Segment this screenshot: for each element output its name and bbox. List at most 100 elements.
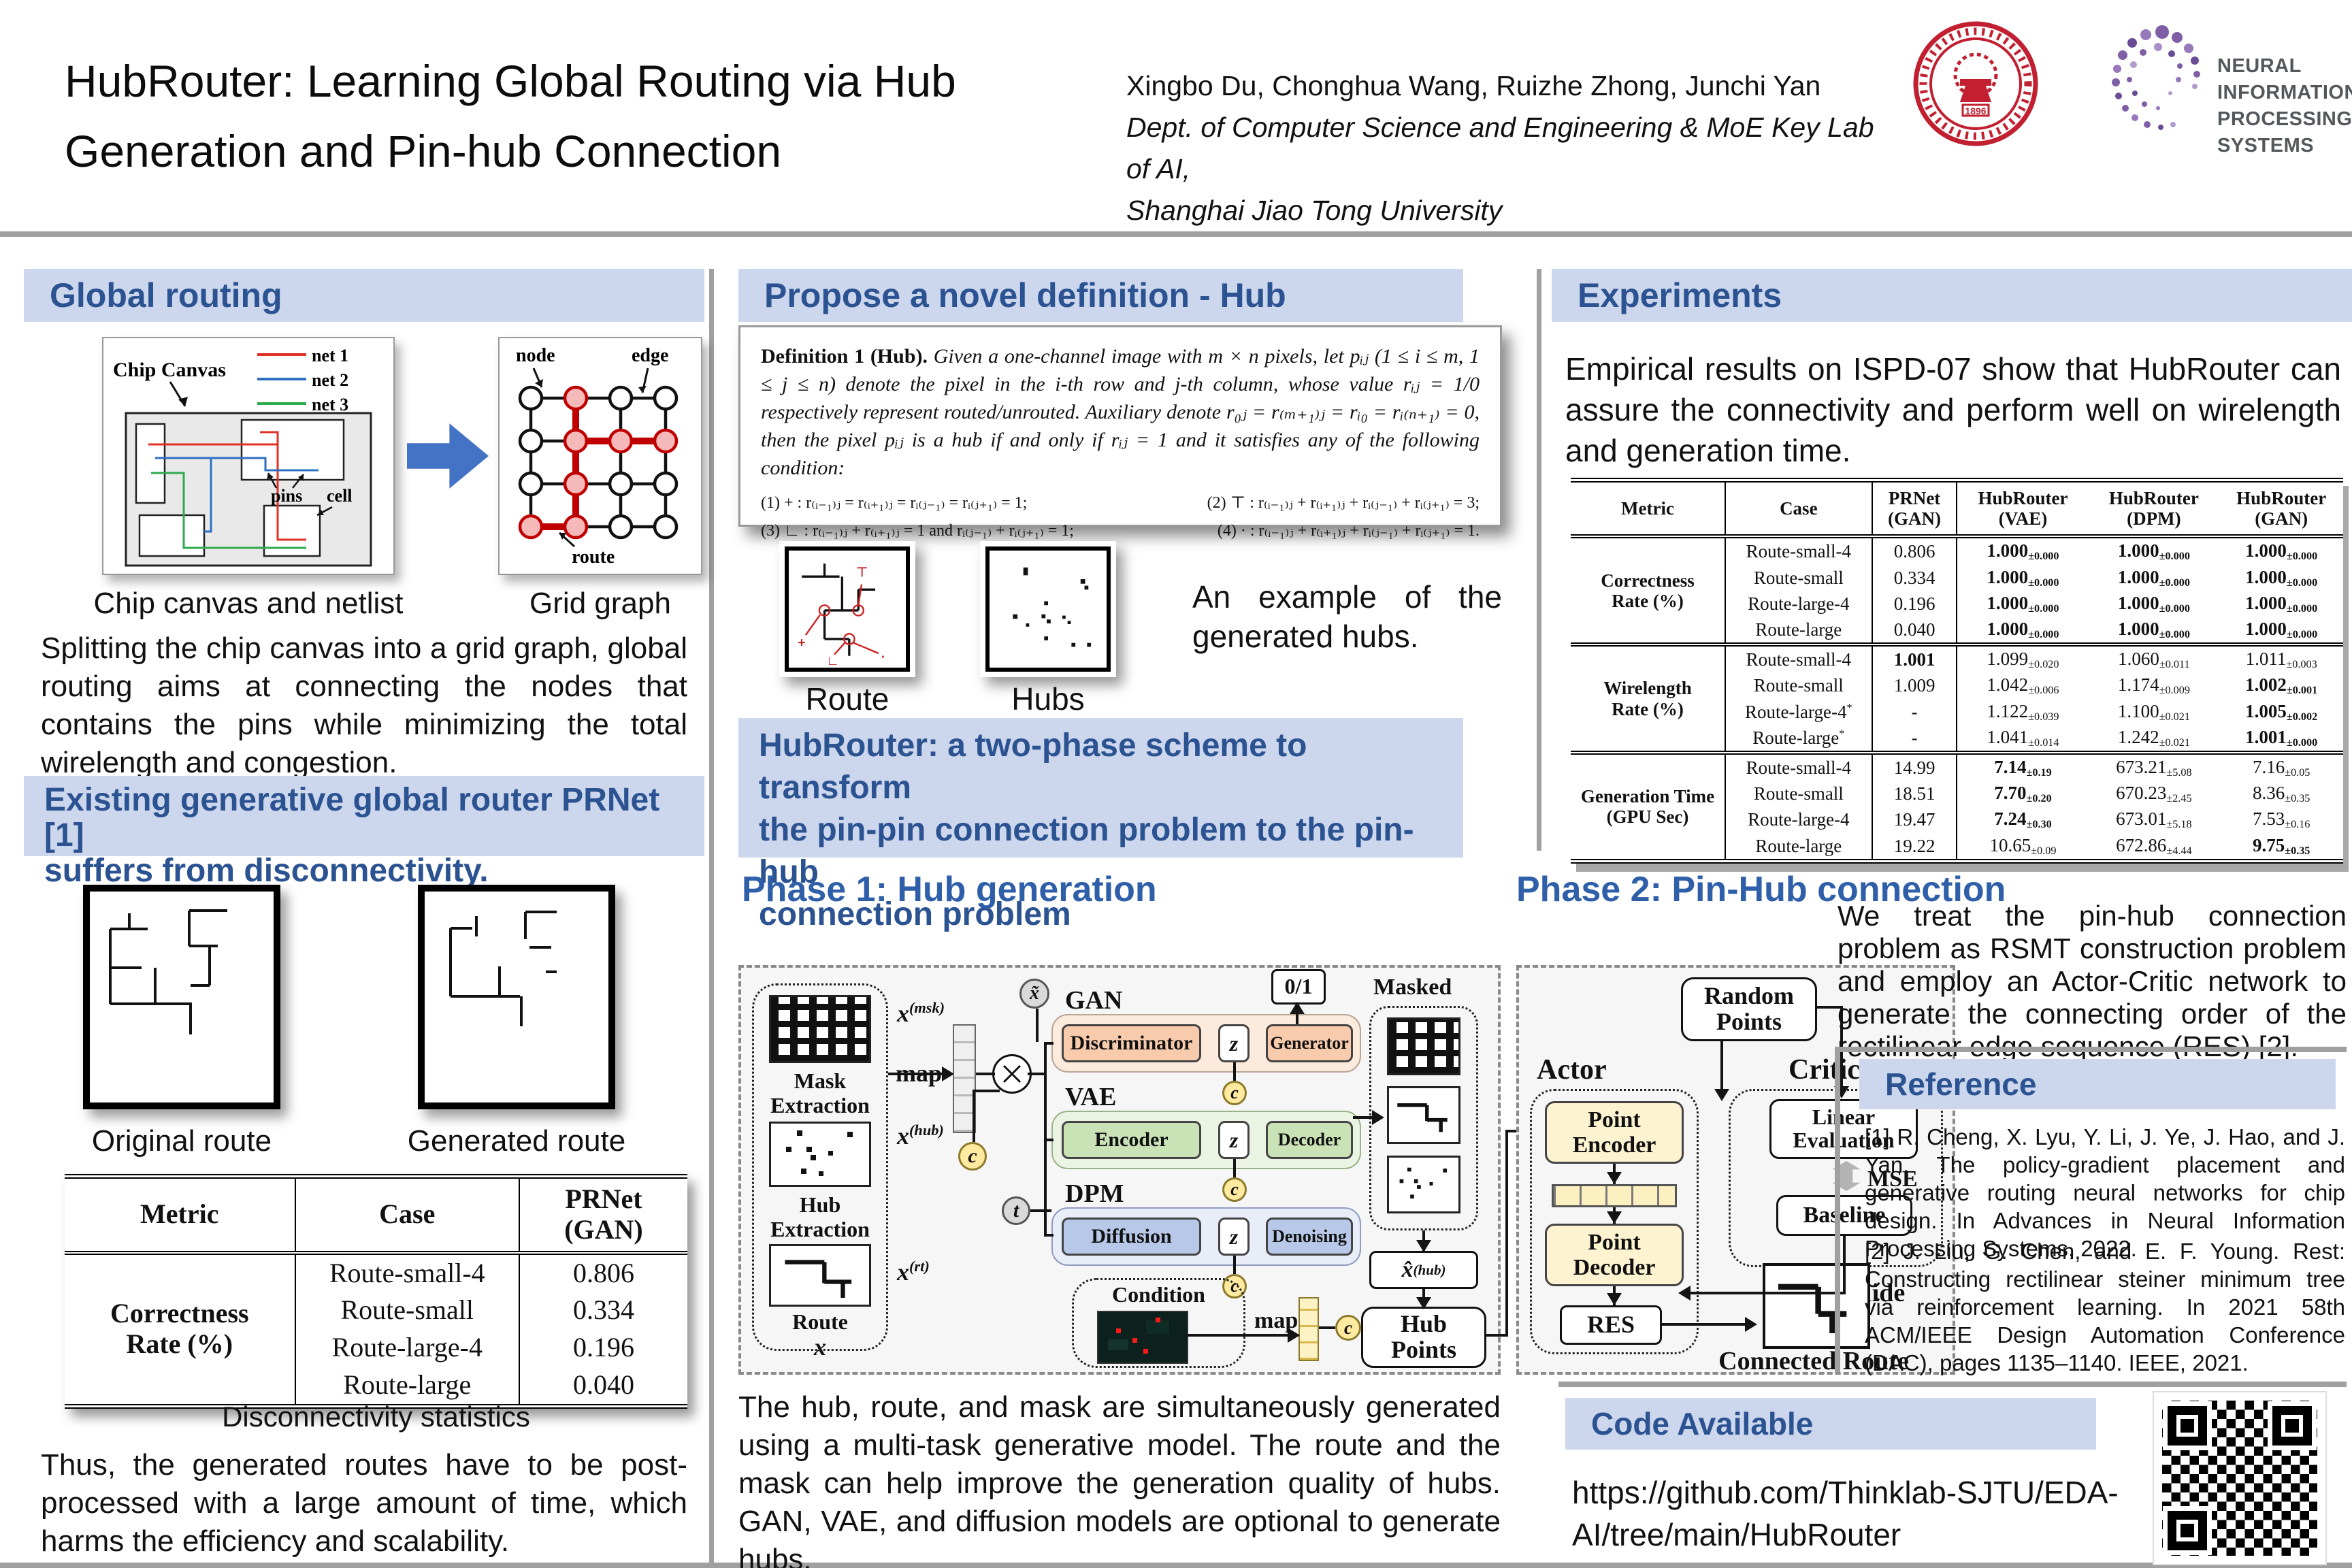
x-rt-label: x(rt) [897,1258,930,1286]
chip-canvas-caption: Chip canvas and netlist [93,587,404,620]
mask-extraction-thumb [769,995,871,1063]
node-label: node [516,345,555,366]
critic-label: Critic [1788,1054,1860,1085]
svg-text:+: + [798,636,805,650]
connector [973,1090,1000,1092]
arrowhead [1714,1089,1729,1101]
arrowhead [1745,1317,1757,1332]
connector [1843,1236,1846,1294]
definition-condition-3: (3) ∟ : r₍ᵢ₋₁₎ⱼ + r₍ᵢ₊₁₎ⱼ = 1 and rᵢ₍ⱼ₋₁… [761,522,1074,540]
dpm-label: DPM [1065,1179,1124,1208]
condition-label: Condition [1112,1282,1205,1307]
definition-condition-1: (1) + : r₍ᵢ₋₁₎ⱼ = r₍ᵢ₊₁₎ⱼ = rᵢ₍ⱼ₋₁₎ = rᵢ… [761,494,1028,512]
left-column-divider [709,269,714,1565]
arrowhead [1288,1328,1300,1343]
arrowhead [1678,1286,1690,1301]
github-url-link[interactable]: https://github.com/Thinklab-SJTU/EDA-AI/… [1572,1475,2119,1552]
c-circle-vae: c [1222,1177,1247,1202]
connector [1689,1292,1846,1294]
disconnectivity-caption: Disconnectivity statistics [222,1401,530,1433]
route-thumb-icon [785,1260,852,1298]
connector [1319,1326,1335,1329]
c-condition-circle-input: c [958,1142,987,1171]
res-box: RES [1560,1305,1662,1345]
section-header-hub-definition: Propose a novel definition - Hub [738,269,1463,322]
decoder-box: Decoder [1266,1121,1353,1159]
arrowhead [1607,1211,1622,1224]
connector [976,1073,995,1075]
multitask-paragraph: The hub, route, and mask are simultaneou… [738,1390,1501,1568]
chip-canvas-label: Chip Canvas [113,359,226,381]
section-title-text: Experiments [1578,276,1782,314]
definition-intro: Given a one-channel image with m × n pix… [761,345,1480,479]
svg-text:·: · [881,650,885,664]
hub-dots-icon [786,1130,853,1176]
section-header-experiments: Experiments [1552,269,2352,322]
legend-net1-label: net 1 [312,346,348,365]
section-header-code: Code Available [1565,1398,2096,1450]
arrowhead [1607,1172,1622,1184]
neurips-logo-text: NEURAL INFORMATION PROCESSING SYSTEMS [2217,53,2352,159]
hub-example-text: An example of the generated hubs. [1192,579,1502,654]
section-title-text: Reference [1885,1066,2037,1102]
condition-vector-bar [1298,1297,1319,1361]
arrowhead [1607,1293,1622,1305]
section-title-text: Code Available [1591,1406,1814,1441]
pins-label: pins [271,486,302,506]
arrowhead [1290,1002,1305,1014]
connected-route-caption: Connected Route [1718,1347,1909,1375]
t-timestep-circle: t [1002,1196,1030,1225]
connector [1505,1130,1508,1337]
authors-block: Xingbo Du, Chonghua Wang, Ruizhe Zhong, … [1126,65,1882,231]
masked-route-icon [1397,1103,1448,1132]
x-tilde-circle: x̃ [1019,979,1049,1009]
author-names: Xingbo Du, Chonghua Wang, Ruizhe Zhong, … [1126,70,1821,101]
condition-pins-icon [1108,1318,1169,1354]
generated-route-caption: Generated route [407,1124,626,1158]
masked-hub-icon [1399,1167,1447,1199]
reference-top-rule [1835,1047,2347,1052]
svg-text:∟: ∟ [826,654,839,668]
masked-route-thumb [1387,1086,1460,1144]
connected-route-figure [1763,1263,1870,1349]
neurips-logo-icon [2112,25,2200,130]
x-input-label: x [814,1333,826,1360]
svg-text:⊤: ⊤ [856,566,868,580]
connector [1030,1209,1051,1212]
sjtu-logo: 1896 [1913,21,2038,146]
section-title-text: Propose a novel definition - Hub [764,276,1286,314]
original-route-icon [109,909,227,1034]
connector [1186,1334,1298,1337]
x-hub-label: x(hub) [897,1122,944,1149]
hub-extraction-thumb [769,1122,871,1187]
reference-2: [2] J. Liu, G. Chen, and E. F. Young. Re… [1865,1239,2345,1375]
mse-label: MSE [1867,1166,1918,1192]
hubs-example-caption: Hubs [1011,681,1085,717]
generated-route-icon [449,911,557,1026]
connector [1720,1041,1723,1097]
section-header-reference: Reference [1859,1059,2336,1109]
qr-finder-bottomleft [2168,1511,2207,1550]
diffusion-box: Diffusion [1062,1218,1201,1256]
arrowhead [1416,1297,1431,1309]
generated-route-figure [418,885,615,1109]
postprocess-paragraph: Thus, the generated routes have to be po… [41,1448,687,1558]
definition-condition-2: (2) ⊤ : r₍ᵢ₋₁₎ⱼ + r₍ᵢ₊₁₎ⱼ + rᵢ₍ⱼ₋₁₎ + rᵢ… [1207,494,1480,512]
masked-mask-thumb [1387,1017,1460,1075]
encoder-box: Encoder [1062,1121,1201,1159]
reference-left-rule [1835,1047,1840,1372]
connector [1296,1004,1298,1024]
connector [888,1073,951,1075]
actor-label: Actor [1537,1054,1607,1085]
x-msk-label: x(msk) [897,999,945,1027]
connector [1044,1042,1054,1045]
qr-finder-topleft [2168,1406,2207,1446]
route-thumb-label: Route [792,1309,848,1334]
phase1-input-group [752,983,888,1351]
definition-condition-4: (4) · : r₍ᵢ₋₁₎ⱼ + r₍ᵢ₊₁₎ⱼ + rᵢ₍ⱼ₋₁₎ + rᵢ… [1217,522,1480,540]
page-title: HubRouter: Learning Global Routing via H… [65,56,956,176]
